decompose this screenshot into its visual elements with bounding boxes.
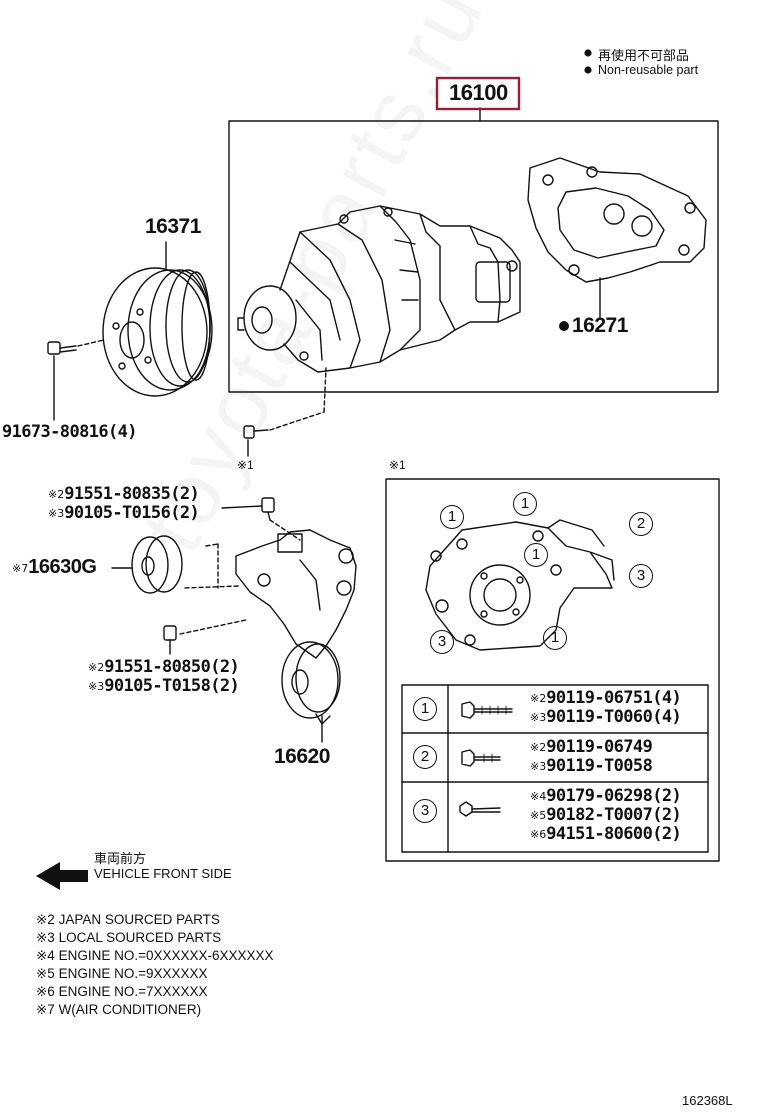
detail-callout-1b: 1	[513, 492, 537, 516]
table-row-3-line-1-part: 90179-06298(2)	[546, 786, 682, 806]
upper-bolt-a[interactable]: ※291551-80835(2)	[48, 484, 200, 504]
note-line: ※7 W(AIR CONDITIONER)	[36, 1002, 202, 1017]
lower-bolt-b-mark: ※3	[88, 680, 105, 693]
table-row-2-line-1[interactable]: ※290119-06749	[530, 737, 653, 757]
table-row-1-line-1[interactable]: ※290119-06751(4)	[530, 688, 682, 708]
lower-bolt-b-number: 90105-T0158(2)	[104, 676, 240, 696]
table-row-3-line-2-part: 90182-T0007(2)	[546, 805, 682, 825]
detail-mark1-label: ※1	[389, 458, 406, 472]
idler-part-number: 16630G	[28, 556, 97, 578]
note-line: ※3 LOCAL SOURCED PARTS	[36, 930, 222, 945]
gasket-drawing	[527, 157, 707, 319]
lower-bolt-a-number: 91551-80850(2)	[104, 657, 240, 677]
assembly-frame	[228, 120, 719, 393]
upper-bolt-a-mark: ※2	[48, 488, 65, 501]
table-row-2-line-1-part: 90119-06749	[546, 737, 653, 757]
detail-callout-1d: 1	[543, 626, 567, 650]
detail-callout-2: 2	[629, 512, 653, 536]
detail-pump-drawing	[425, 519, 615, 651]
upper-bolt-b[interactable]: ※390105-T0156(2)	[48, 503, 200, 523]
tensioner-part-number[interactable]: 16620	[274, 745, 330, 768]
note-line: ※4 ENGINE NO.=0XXXXXX-6XXXXXX	[36, 948, 274, 963]
note-line: ※5 ENGINE NO.=9XXXXXX	[36, 966, 208, 981]
table-row-1-id: 1	[413, 697, 437, 721]
idler-pulley-drawing	[111, 535, 183, 594]
detail-frame	[385, 478, 720, 862]
table-row-1-line-2-mark: ※3	[530, 711, 547, 724]
pulley-part-number[interactable]: 16371	[145, 215, 201, 238]
detail-table-grid	[401, 684, 709, 853]
table-row-3-line-1-mark: ※4	[530, 790, 547, 803]
legend-en: Non-reusable part	[598, 63, 699, 77]
table-row-2-line-2[interactable]: ※390119-T0058	[530, 756, 653, 776]
table-row-2-line-1-mark: ※2	[530, 741, 547, 754]
tensioner-pulley-drawing	[281, 641, 341, 743]
table-row-3-id: 3	[413, 799, 437, 823]
table-row-1-line-2-part: 90119-T0060(4)	[546, 707, 682, 727]
pulley-bolt-drawing	[47, 339, 105, 421]
table-row-1-line-1-part: 90119-06751(4)	[546, 688, 682, 708]
front-arrow	[36, 862, 88, 890]
detail-callout-1c: 1	[524, 543, 548, 567]
idler-label[interactable]: ※716630G	[12, 556, 97, 579]
table-bolt-icons	[459, 701, 513, 817]
notes-list: ※2 JAPAN SOURCED PARTS ※3 LOCAL SOURCED …	[36, 911, 274, 1019]
detail-callout-3b: 3	[430, 630, 454, 654]
table-row-1-line-2[interactable]: ※390119-T0060(4)	[530, 707, 682, 727]
legend-jp: 再使用不可部品	[598, 48, 690, 63]
direction-en: VEHICLE FRONT SIDE	[94, 866, 232, 881]
table-row-3-line-3-mark: ※6	[530, 828, 547, 841]
table-row-3-line-1[interactable]: ※490179-06298(2)	[530, 786, 682, 806]
mark1-label: ※1	[237, 458, 254, 472]
reference-code: 162368L	[682, 1093, 733, 1108]
mark1-bolt-drawing	[243, 367, 327, 457]
note-line: ※2 JAPAN SOURCED PARTS	[36, 912, 220, 927]
lower-bolt-a-mark: ※2	[88, 661, 105, 674]
upper-bolt-b-mark: ※3	[48, 507, 65, 520]
pulley-bolt-part-number[interactable]: 91673-80816(4)	[2, 422, 137, 442]
assembly-highlight-box	[435, 76, 521, 111]
table-row-3-line-2-mark: ※5	[530, 809, 547, 822]
assembly-part-number[interactable]: 16100	[449, 80, 508, 105]
table-row-1-line-1-mark: ※2	[530, 692, 547, 705]
direction-jp: 車両前方	[94, 851, 147, 866]
upper-bolt-b-number: 90105-T0156(2)	[64, 503, 200, 523]
lower-bolt-b[interactable]: ※390105-T0158(2)	[88, 676, 240, 696]
table-row-3-line-2[interactable]: ※590182-T0007(2)	[530, 805, 682, 825]
upper-bolt-a-number: 91551-80835(2)	[64, 484, 200, 504]
table-row-2-line-2-mark: ※3	[530, 760, 547, 773]
idler-mark: ※7	[12, 562, 29, 575]
table-row-3-line-3[interactable]: ※694151-80600(2)	[530, 824, 682, 844]
note-line: ※6 ENGINE NO.=7XXXXXX	[36, 984, 208, 999]
table-row-3-line-3-part: 94151-80600(2)	[546, 824, 682, 844]
detail-callout-3a: 3	[629, 564, 653, 588]
pulley-drawing	[102, 241, 213, 397]
lower-bolt-a[interactable]: ※291551-80850(2)	[88, 657, 240, 677]
gasket-part-number[interactable]: 16271	[572, 314, 628, 337]
table-row-2-line-2-part: 90119-T0058	[546, 756, 653, 776]
table-row-2-id: 2	[413, 745, 437, 769]
water-pump-drawing	[237, 205, 521, 373]
bracket-drawing	[163, 497, 357, 659]
detail-callout-1a: 1	[440, 505, 464, 529]
